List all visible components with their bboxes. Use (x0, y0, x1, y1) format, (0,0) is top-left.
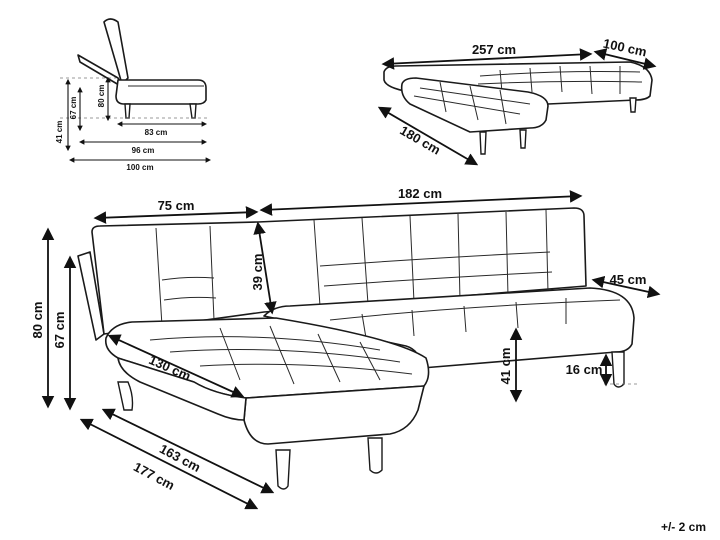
seat-tufting-cols (361, 298, 567, 339)
bed-tufting-row-2 (477, 80, 643, 85)
leg-back-right (611, 351, 625, 388)
label-side-67: 67 cm (69, 97, 78, 120)
tolerance-note: +/- 2 cm (660, 520, 706, 534)
bed-leg-1 (479, 131, 487, 155)
label-45: 45 cm (610, 272, 647, 287)
bed-tufting-cols (499, 65, 621, 95)
upright-back (103, 18, 129, 85)
leg-left (124, 103, 131, 119)
label-180: 180 cm (397, 123, 443, 158)
bed-leg-3 (629, 97, 637, 113)
label-41-main: 41 cm (498, 348, 513, 385)
back-left-rows (161, 276, 217, 301)
dim-line-39 (253, 221, 277, 315)
dim-line-75 (93, 206, 259, 224)
bed-leg-2 (519, 129, 527, 149)
label-16: 16 cm (566, 362, 603, 377)
dim-line-257 (381, 48, 593, 70)
back-left-cols (155, 225, 215, 327)
dim-line-177 (79, 418, 259, 510)
label-182: 182 cm (398, 186, 442, 201)
dim-line-45 (591, 275, 661, 299)
dim-line-182 (259, 190, 583, 216)
dim-line-100-top (593, 48, 657, 70)
leg-back-left (117, 381, 134, 411)
seat-body (115, 79, 207, 105)
main-sofa-drawing (41, 190, 661, 510)
dim-line-180 (377, 106, 479, 166)
chaise-tufting-rows (413, 87, 531, 115)
label-80-main: 80 cm (30, 302, 45, 339)
leg-front-left (275, 449, 291, 490)
label-side-41: 41 cm (55, 121, 64, 144)
bed-view-drawing (377, 48, 657, 166)
label-side-96: 96 cm (132, 146, 155, 155)
leg-front-right (367, 437, 383, 474)
label-side-100: 100 cm (126, 163, 153, 172)
label-75: 75 cm (158, 198, 195, 213)
label-side-83: 83 cm (145, 128, 168, 137)
label-67-main: 67 cm (52, 312, 67, 349)
back-right-rows (319, 251, 553, 287)
label-257: 257 cm (472, 42, 516, 57)
side-view-drawing (60, 18, 212, 163)
leg-right (189, 103, 197, 119)
seat-tufting-row (329, 299, 621, 321)
dim-line-130 (107, 334, 245, 398)
label-side-80: 80 cm (97, 85, 106, 108)
label-39: 39 cm (250, 254, 265, 291)
